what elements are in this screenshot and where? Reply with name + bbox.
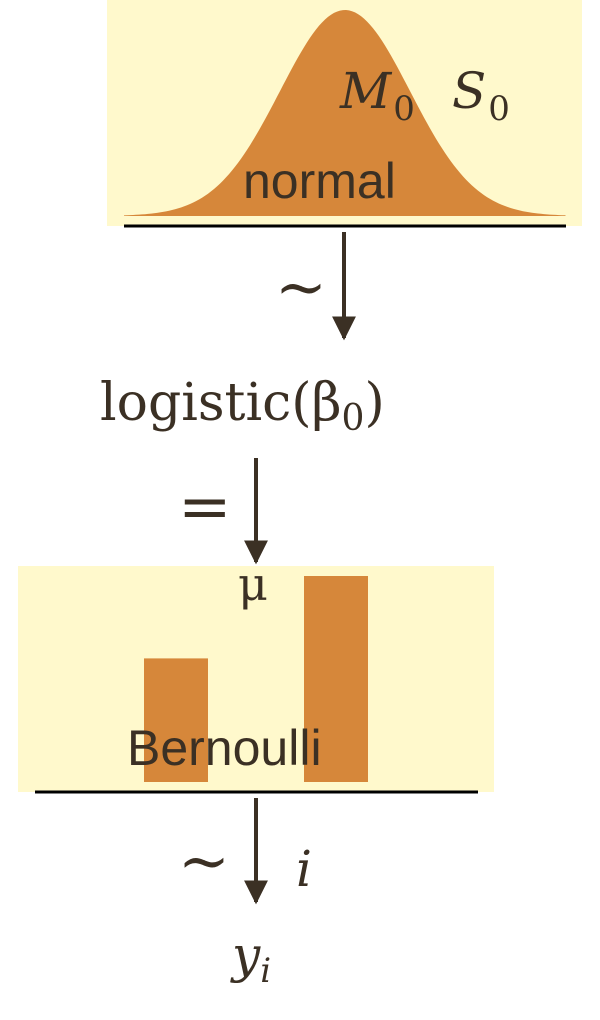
bernoulli-bar-0 [144, 658, 208, 782]
bernoulli-likelihood-node: μ Bernoulli [18, 557, 494, 794]
bernoulli-param-mu: μ [238, 557, 268, 611]
normal-param-m: M0 [339, 62, 415, 129]
normal-curve-shape [124, 10, 566, 216]
tilde-symbol-1: ~ [275, 250, 327, 323]
bernoulli-bar-1 [304, 576, 368, 782]
tilde-relation-2: ~ i [178, 798, 312, 905]
normal-param-s: S0 [452, 62, 510, 129]
data-variable-yi: yi [230, 926, 271, 991]
equals-relation: = [178, 458, 268, 565]
bernoulli-label: Bernoulli [127, 720, 322, 776]
normal-label: normal [243, 153, 396, 209]
logistic-transform: logistic(β0) [100, 373, 385, 439]
bernoulli-panel [18, 566, 494, 792]
tilde-symbol-2: ~ [178, 824, 230, 897]
index-i: i [296, 840, 312, 898]
equals-symbol: = [178, 470, 232, 544]
tilde-relation-1: ~ [275, 232, 356, 341]
normal-prior-node: M0 S0 normal [107, 0, 582, 228]
